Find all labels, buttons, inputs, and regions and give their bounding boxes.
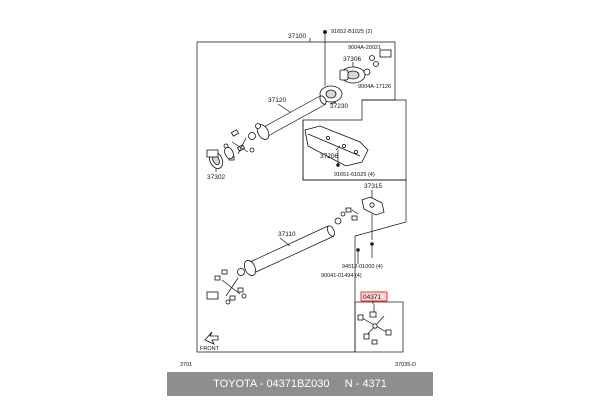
bolt-top-part[interactable] [322, 29, 328, 35]
front-flange [208, 146, 234, 169]
label-bolt-bracket: 91651-61025 (4) [334, 172, 375, 178]
nut-part-b[interactable] [363, 68, 371, 76]
rear-shaft-group [237, 211, 346, 278]
nut-part-a[interactable] [369, 55, 375, 61]
nut-tag [379, 49, 392, 58]
label-front: FRONT [200, 346, 220, 352]
label-figure-code: 37035-D [395, 362, 416, 368]
label-bracket: 37206 [320, 153, 338, 160]
rear-shaft-yoke[interactable] [242, 259, 258, 278]
part-caption-bar: TOYOTA - 04371BZ030 N - 4371 [167, 372, 433, 396]
label-nut-b: 9004A-17126 [358, 84, 391, 90]
label-shaft-rear: 37110 [278, 231, 296, 238]
parts-diagram: 37100 91652-B1025 (2) 9004A-20021 37306 … [180, 29, 416, 368]
bolt-rear-a-part[interactable] [370, 242, 374, 246]
label-flange-rear: 37315 [364, 183, 382, 190]
label-joint-highlight[interactable]: 04371 [363, 294, 381, 301]
center-bearing-group [319, 29, 379, 103]
label-page-code: 3701 [180, 362, 192, 368]
highlight-joint-group [357, 304, 392, 345]
label-flange-front: 37302 [207, 174, 225, 181]
label-bolt-top: 91652-B1025 (2) [331, 29, 372, 35]
label-bolt-rear-a: 94512-01000 (4) [342, 264, 383, 270]
joint-box [354, 301, 404, 353]
rear-joint-tag [206, 291, 219, 300]
front-joint-tag [206, 149, 219, 158]
rear-universal-joint [206, 269, 247, 305]
rear-flange-group [345, 196, 385, 264]
label-bearing: 37306 [343, 56, 361, 63]
front-shaft-group [248, 95, 327, 140]
label-nut-a: 9004A-20021 [348, 45, 381, 51]
label-assembly: 37100 [288, 33, 306, 40]
leader-lines [215, 38, 374, 304]
label-bolt-rear-b: 90041-01494 (4) [321, 273, 362, 279]
label-center-support: 37230 [330, 103, 348, 110]
caption-text: TOYOTA - 04371BZ030 N - 4371 [213, 378, 387, 390]
highlight-box [360, 291, 388, 302]
bracket-box [302, 99, 407, 181]
bracket-group [304, 125, 369, 167]
label-shaft-front: 37120 [268, 97, 286, 104]
front-arrow [204, 331, 219, 345]
